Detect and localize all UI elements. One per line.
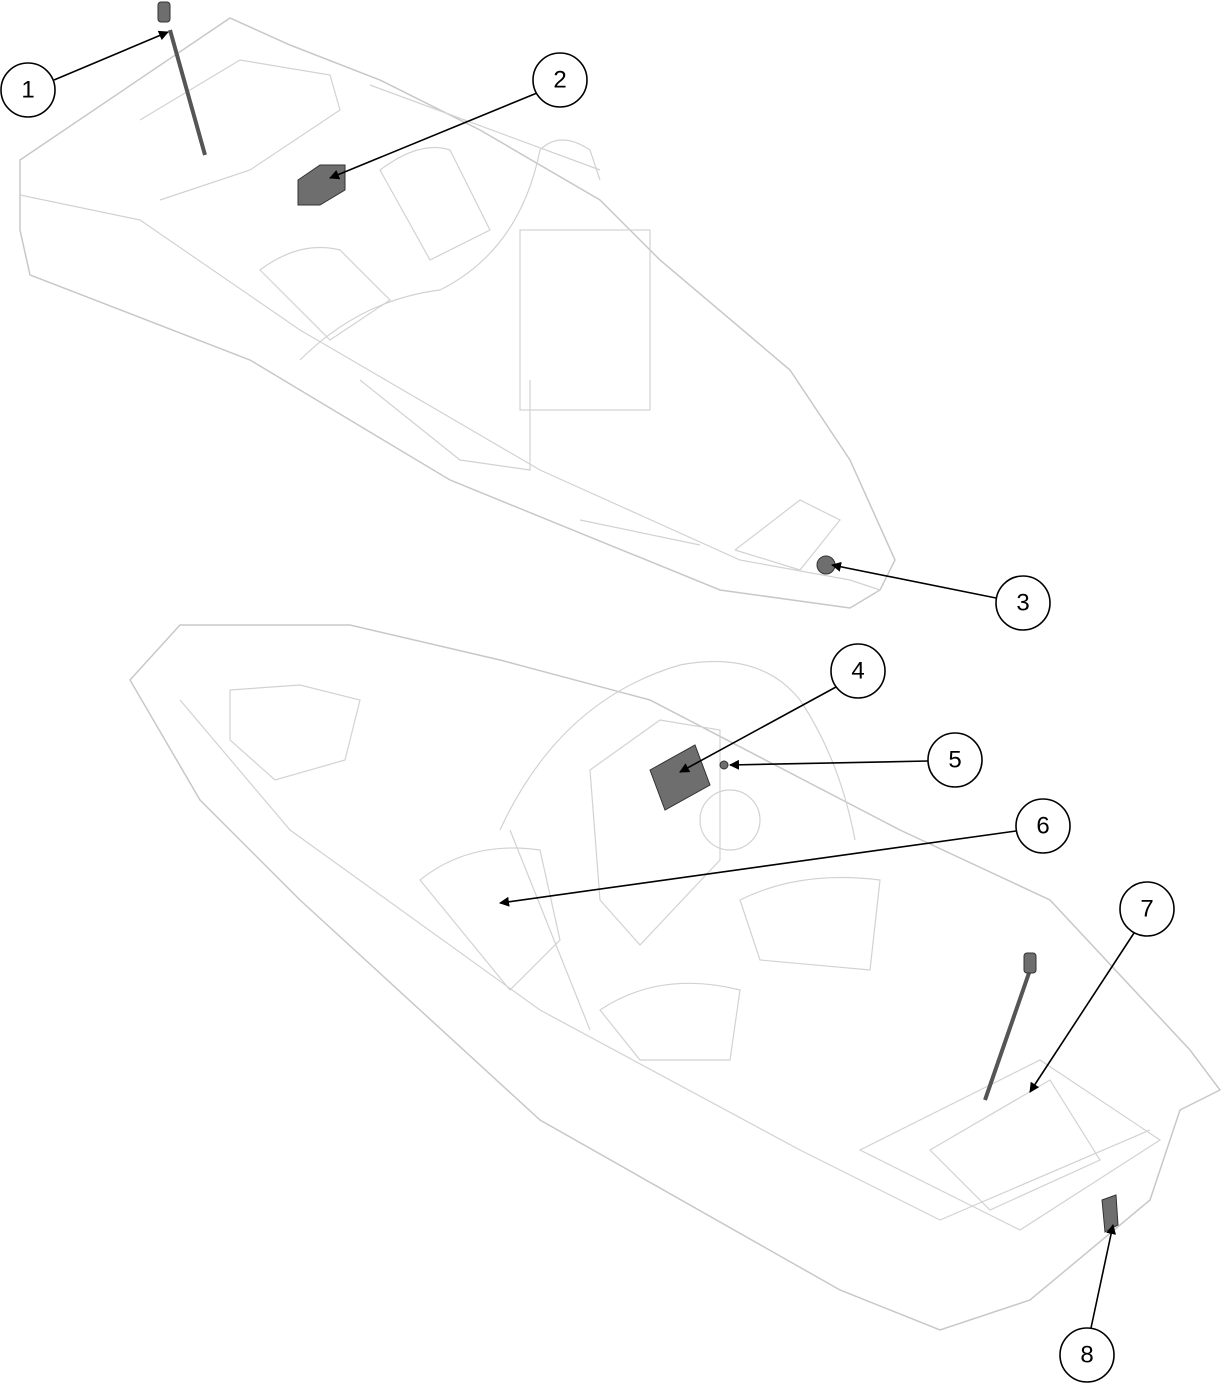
- boat-bottom-view: [129, 624, 1222, 1331]
- pole-light-head: [157, 1, 171, 23]
- callout-3: 3: [831, 561, 1051, 631]
- boat-top-view: [19, 1, 896, 609]
- callout-4: 4: [679, 643, 886, 773]
- transducer: [1101, 1194, 1119, 1233]
- callout-number: 8: [1080, 1342, 1093, 1369]
- callout-number: 5: [948, 747, 961, 774]
- stern-pole-light-head: [1023, 952, 1037, 974]
- callout-7: 7: [1029, 881, 1175, 1093]
- callout-number: 7: [1140, 896, 1153, 923]
- callout-number: 1: [21, 77, 34, 104]
- callout-number: 2: [553, 67, 566, 94]
- callout-5: 5: [729, 732, 983, 788]
- stern-pole-light: [983, 969, 1032, 1101]
- callout-2: 2: [329, 52, 588, 180]
- callout-number: 4: [851, 658, 864, 685]
- battery-box: [297, 164, 346, 206]
- callout-6: 6: [499, 798, 1071, 907]
- callout-1: 1: [0, 30, 169, 118]
- callout-number: 6: [1036, 813, 1049, 840]
- callout-8: 8: [1059, 1224, 1117, 1383]
- pole-light: [168, 29, 207, 156]
- display-unit: [649, 744, 711, 811]
- callout-number: 3: [1016, 590, 1029, 617]
- switch: [719, 760, 729, 770]
